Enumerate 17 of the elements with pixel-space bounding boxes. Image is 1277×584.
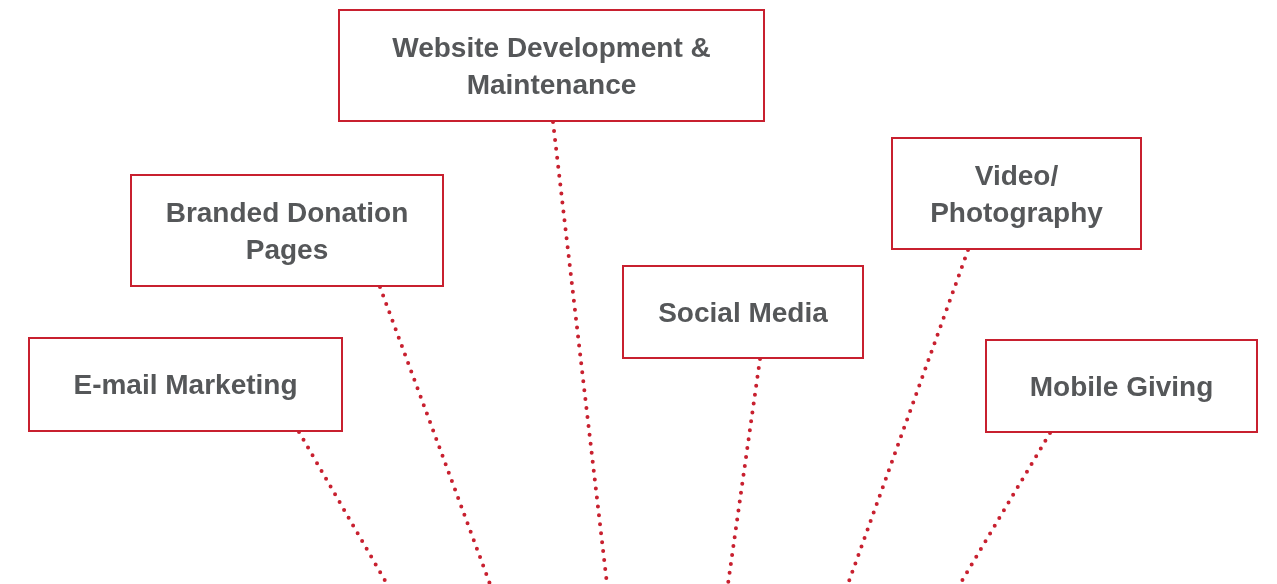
service-label: Website Development & Maintenance (391, 30, 712, 102)
service-box (622, 265, 864, 359)
service-label: Social Media (658, 295, 828, 330)
dotted-connector (846, 248, 970, 584)
dotted-connector (378, 285, 492, 584)
service-box (891, 137, 1142, 250)
service-box (338, 9, 765, 122)
service-label: Video/ Photography (929, 158, 1104, 230)
service-box (985, 339, 1258, 433)
service-box (28, 337, 343, 432)
service-label: Mobile Giving (1029, 369, 1214, 404)
dotted-connector (726, 357, 762, 584)
service-box (130, 174, 444, 287)
dotted-connector (297, 430, 389, 584)
service-label: Branded Donation Pages (164, 195, 410, 267)
service-label: E-mail Marketing (73, 368, 298, 402)
dotted-connector (958, 431, 1052, 584)
